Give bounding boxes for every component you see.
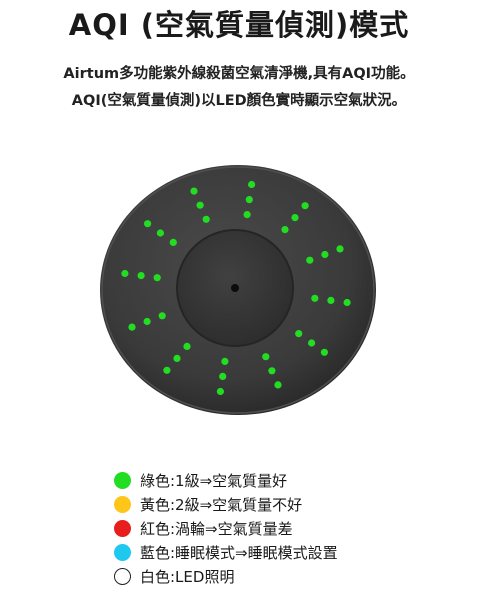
led-dot bbox=[311, 294, 319, 302]
led-dot bbox=[169, 238, 177, 246]
legend-item-red: 紅色:渦輪⇒空氣質量差 bbox=[114, 516, 338, 540]
led-dot bbox=[262, 353, 270, 361]
led-dot bbox=[291, 214, 299, 222]
led-dot bbox=[128, 323, 136, 331]
legend-text: 白色:LED照明 bbox=[140, 567, 235, 586]
legend-text: 紅色:渦輪⇒空氣質量差 bbox=[140, 519, 293, 538]
led-dot bbox=[343, 298, 351, 307]
page-title: AQI (空氣質量偵測)模式 bbox=[68, 8, 410, 42]
led-dot bbox=[320, 348, 328, 356]
led-dot bbox=[153, 274, 161, 282]
device-center-hole bbox=[231, 284, 239, 292]
blue-dot-icon bbox=[114, 543, 131, 561]
led-dot bbox=[196, 201, 204, 209]
led-dot bbox=[137, 272, 145, 280]
description-line-1: Airtum多功能紫外線殺菌空氣清淨機,具有AQI功能。 bbox=[63, 66, 415, 82]
led-dot bbox=[156, 229, 164, 237]
led-dot bbox=[306, 256, 314, 264]
led-dot bbox=[183, 342, 191, 350]
led-dot bbox=[281, 226, 289, 234]
led-dot bbox=[219, 372, 227, 380]
led-dot bbox=[245, 196, 253, 204]
led-dot bbox=[268, 367, 276, 375]
description-line-2: AQI(空氣質量偵測)以LED顏色實時顯示空氣狀況。 bbox=[71, 93, 407, 109]
led-dot bbox=[202, 215, 210, 223]
air-purifier-device-image bbox=[80, 150, 400, 430]
led-dot bbox=[327, 296, 335, 304]
legend-text: 黃色:2級⇒空氣質量不好 bbox=[140, 495, 303, 514]
legend-item-green: 綠色:1級⇒空氣質量好 bbox=[114, 468, 338, 492]
legend-text: 綠色:1級⇒空氣質量好 bbox=[140, 471, 288, 490]
led-dot bbox=[321, 250, 329, 259]
led-dot bbox=[274, 381, 282, 389]
device-rim-highlight bbox=[101, 166, 375, 414]
led-indicator-ring bbox=[121, 180, 351, 396]
led-dot bbox=[144, 220, 152, 228]
white-dot-icon bbox=[114, 567, 131, 585]
led-dot bbox=[308, 339, 316, 347]
led-dot bbox=[295, 330, 303, 338]
led-dot bbox=[221, 357, 229, 365]
led-dot bbox=[336, 245, 344, 253]
red-dot-icon bbox=[114, 519, 131, 537]
led-dot bbox=[216, 387, 224, 396]
led-dot bbox=[243, 211, 251, 219]
led-dot bbox=[190, 187, 198, 195]
led-dot bbox=[143, 317, 151, 326]
led-dot bbox=[163, 366, 171, 374]
legend-text: 藍色:睡眠模式⇒睡眠模式設置 bbox=[140, 543, 338, 562]
legend-item-blue: 藍色:睡眠模式⇒睡眠模式設置 bbox=[114, 540, 338, 564]
led-dot bbox=[301, 202, 309, 210]
legend-item-yellow: 黃色:2級⇒空氣質量不好 bbox=[114, 492, 338, 516]
led-dot bbox=[248, 180, 256, 189]
led-dot bbox=[158, 312, 166, 320]
color-legend: 綠色:1級⇒空氣質量好 黃色:2級⇒空氣質量不好 紅色:渦輪⇒空氣質量差 藍色:… bbox=[114, 468, 338, 588]
legend-item-white: 白色:LED照明 bbox=[114, 564, 338, 588]
green-dot-icon bbox=[114, 471, 131, 489]
yellow-dot-icon bbox=[114, 495, 131, 513]
led-dot bbox=[121, 269, 129, 278]
led-dot bbox=[173, 354, 181, 362]
